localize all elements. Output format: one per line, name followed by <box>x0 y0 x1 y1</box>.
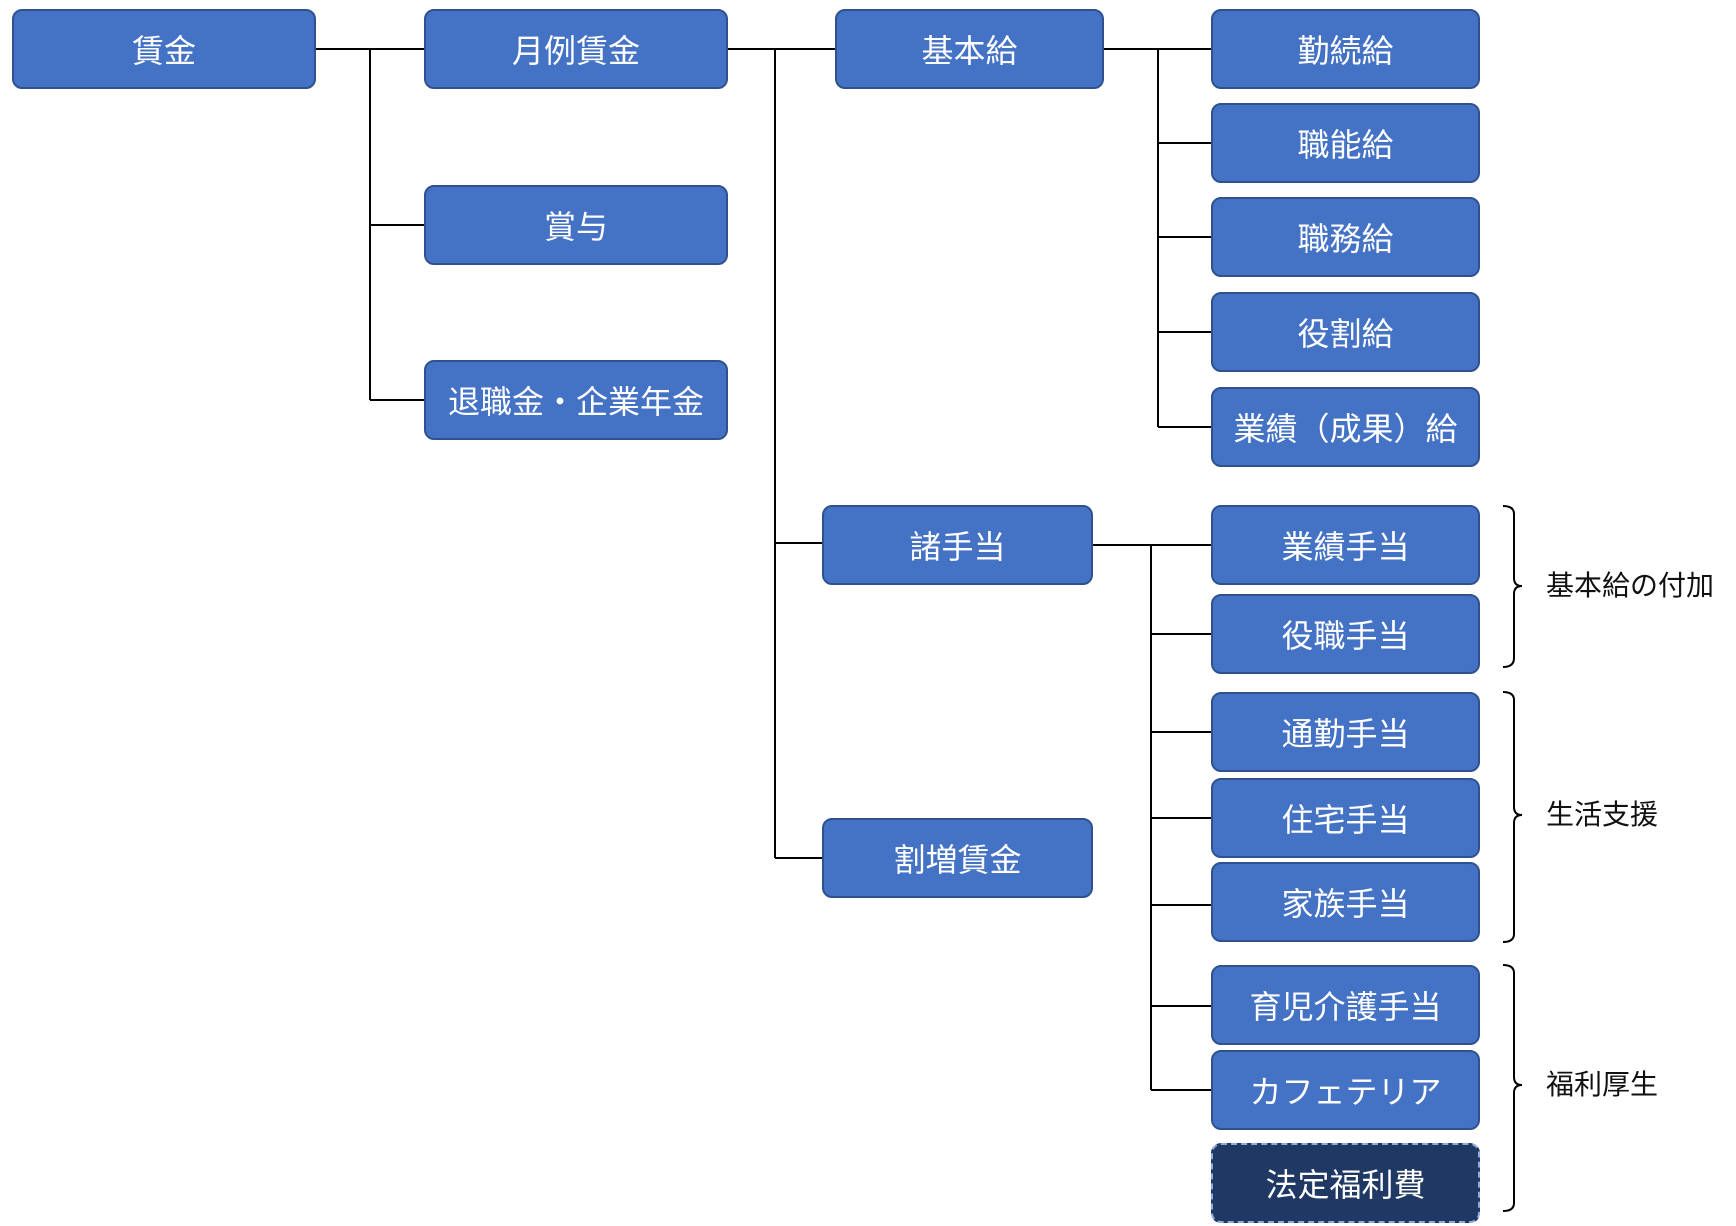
connector-wage <box>316 48 424 401</box>
group-label-living-support: 生活支援 <box>1546 798 1659 831</box>
node-monthly-wage: 月例賃金 <box>424 9 728 89</box>
node-job-pay: 職務給 <box>1211 197 1480 277</box>
group-label-base-addition: 基本給の付加 <box>1546 569 1715 602</box>
connector-monthly-wage <box>728 48 835 859</box>
node-statutory-welfare: 法定福利費 <box>1211 1143 1480 1223</box>
node-bonus: 賞与 <box>424 185 728 265</box>
node-family-allowance: 家族手当 <box>1211 862 1480 942</box>
bracket-base-addition <box>1502 505 1523 668</box>
node-base-pay: 基本給 <box>835 9 1104 89</box>
node-childcare-allowance: 育児介護手当 <box>1211 965 1480 1045</box>
node-performance-pay: 業績（成果）給 <box>1211 387 1480 467</box>
node-performance-allowance: 業績手当 <box>1211 505 1480 585</box>
group-label-welfare: 福利厚生 <box>1546 1068 1659 1101</box>
node-position-allowance: 役職手当 <box>1211 594 1480 674</box>
node-wage: 賃金 <box>12 9 316 89</box>
node-skill-pay: 職能給 <box>1211 103 1480 183</box>
node-allowances: 諸手当 <box>822 505 1093 585</box>
connector-base-pay <box>1104 48 1211 428</box>
connector-allowances <box>1093 544 1211 1091</box>
node-housing-allowance: 住宅手当 <box>1211 778 1480 858</box>
bracket-welfare <box>1502 964 1523 1212</box>
node-cafeteria: カフェテリア <box>1211 1050 1480 1130</box>
node-seniority-pay: 勤続給 <box>1211 9 1480 89</box>
node-retirement: 退職金・企業年金 <box>424 360 728 440</box>
node-commute-allowance: 通勤手当 <box>1211 692 1480 772</box>
node-role-pay: 役割給 <box>1211 292 1480 372</box>
node-overtime: 割増賃金 <box>822 818 1093 898</box>
bracket-living-support <box>1502 691 1523 943</box>
